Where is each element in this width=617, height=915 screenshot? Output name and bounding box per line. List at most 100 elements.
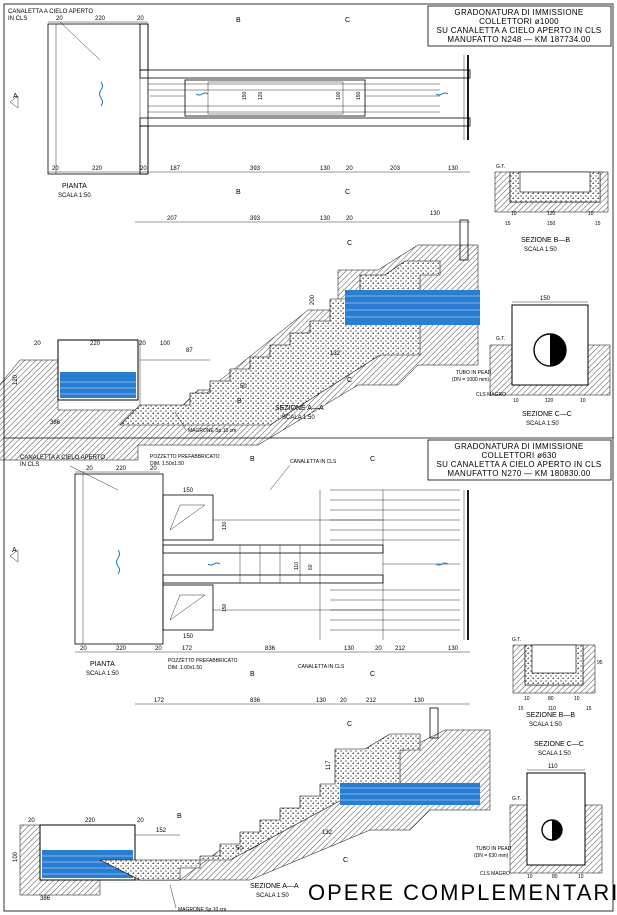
top-magrone: MAGRONE Sp.10 cm xyxy=(188,428,236,434)
svg-text:20: 20 xyxy=(155,646,162,652)
top-plan-dim-3: 20 xyxy=(137,16,144,22)
svg-text:110: 110 xyxy=(548,706,556,712)
svg-text:386: 386 xyxy=(50,420,61,426)
svg-text:150: 150 xyxy=(183,488,194,494)
svg-text:152: 152 xyxy=(156,828,167,834)
top-title-line-2: COLLETTORI ø1000 xyxy=(479,17,559,26)
svg-text:172: 172 xyxy=(154,698,165,704)
svg-text:120: 120 xyxy=(13,374,19,385)
bottom-plan-bottom-dims: 20 220 20 172 836 130 20 212 130 xyxy=(80,646,459,652)
bottom-bb-scale: SCALA 1:50 xyxy=(529,722,562,728)
svg-text:95: 95 xyxy=(597,660,603,666)
svg-text:10: 10 xyxy=(513,398,519,404)
svg-text:207: 207 xyxy=(167,216,178,222)
svg-text:20: 20 xyxy=(346,216,353,222)
svg-text:150: 150 xyxy=(547,221,556,227)
svg-text:120: 120 xyxy=(545,398,554,404)
bottom-aa-label: SEZIONE A—A xyxy=(250,883,299,890)
svg-text:80: 80 xyxy=(552,874,558,880)
svg-text:172: 172 xyxy=(182,646,193,652)
bottom-title-line-4: MANUFATTO N270 — KM 180830.00 xyxy=(447,469,590,478)
svg-text:50: 50 xyxy=(236,846,243,852)
top-cc-label: SEZIONE C—C xyxy=(522,411,572,418)
svg-text:130: 130 xyxy=(320,166,331,172)
svg-text:20: 20 xyxy=(346,166,353,172)
svg-text:20: 20 xyxy=(52,166,59,172)
svg-text:15: 15 xyxy=(505,221,511,227)
svg-text:836: 836 xyxy=(250,698,261,704)
svg-text:220: 220 xyxy=(116,466,127,472)
svg-text:100: 100 xyxy=(160,341,171,347)
bottom-tubo-2: (DN = 630 mm) xyxy=(474,853,509,859)
svg-text:20: 20 xyxy=(140,166,147,172)
top-plan-bottom-dims: 20 220 20 187 393 130 20 203 130 xyxy=(52,166,459,172)
top-title-line-3: SU CANALETTA A CIELO APERTO IN CLS xyxy=(437,26,602,35)
top-plan-inner-dim-2: 120 xyxy=(258,91,264,100)
top-aa-scale: SCALA 1:50 xyxy=(282,415,315,421)
bottom-section-bb: G.T. 10 80 10 15 110 15 95 SEZIONE B—B S… xyxy=(512,637,603,728)
top-cls: CLS MAGRO xyxy=(476,392,506,398)
svg-text:836: 836 xyxy=(265,646,276,652)
svg-text:130: 130 xyxy=(320,216,331,222)
top-section-bb: G.T. 10 120 10 15 150 15 SEZIONE B—B SCA… xyxy=(494,164,609,253)
svg-text:130: 130 xyxy=(430,211,441,217)
svg-text:10: 10 xyxy=(524,696,530,702)
svg-text:10: 10 xyxy=(511,211,517,217)
bottom-channel-water-lines xyxy=(340,787,480,801)
svg-text:50: 50 xyxy=(240,384,247,390)
svg-text:150: 150 xyxy=(222,603,228,612)
svg-text:130: 130 xyxy=(448,166,459,172)
bottom-plan-mark-c2: C xyxy=(370,671,375,678)
top-title-line-4: MANUFATTO N248 — KM 187734.00 xyxy=(447,35,590,44)
svg-text:110: 110 xyxy=(548,764,558,770)
top-plan-mark-a: A xyxy=(13,93,18,100)
svg-text:130: 130 xyxy=(222,521,228,530)
bottom-plan-scale: SCALA 1:50 xyxy=(86,671,119,677)
svg-text:130: 130 xyxy=(344,646,355,652)
bottom-canaletta-cls-top: CANALETTA IN CLS xyxy=(290,459,337,465)
svg-text:20: 20 xyxy=(139,341,146,347)
top-canaletta-label: CANALETTA A CIELO APERTO xyxy=(8,9,93,15)
top-tubo-1: TUBO IN PEAD xyxy=(456,370,492,376)
svg-text:220: 220 xyxy=(92,166,103,172)
bottom-canaletta-label-2: IN CLS xyxy=(20,462,39,468)
top-cc-gt: G.T. xyxy=(496,336,505,342)
svg-text:87: 87 xyxy=(186,348,193,354)
bottom-pozzetto-top-2: DIM. 1.50x1.50 xyxy=(150,461,184,467)
top-plan-dim-1: 20 xyxy=(56,16,63,22)
top-plan-dim-2: 220 xyxy=(95,16,106,22)
bottom-tubo-1: TUBO IN PEAD xyxy=(476,846,512,852)
bottom-plan-label: PIANTA xyxy=(90,661,115,668)
top-aa-mark-c: C xyxy=(347,240,352,247)
bottom-bb-gt: G.T. xyxy=(512,637,521,643)
top-channel-water-lines xyxy=(345,295,480,318)
svg-text:386: 386 xyxy=(40,896,51,902)
svg-text:200: 200 xyxy=(310,294,316,305)
svg-text:132: 132 xyxy=(322,830,333,836)
bottom-plan-mark-b2: B xyxy=(250,671,255,678)
top-cc-scale: SCALA 1:50 xyxy=(526,421,559,427)
bottom-section-aa: 172 836 130 20 212 130 C xyxy=(13,698,491,913)
svg-text:212: 212 xyxy=(366,698,377,704)
top-title-line-1: GRADONATURA DI IMMISSIONE xyxy=(454,8,583,17)
svg-text:15: 15 xyxy=(595,221,601,227)
bottom-cc-gt: G.T. xyxy=(512,796,521,802)
bottom-aa-mark-b: B xyxy=(177,813,182,820)
bottom-title-line-3: SU CANALETTA A CIELO APERTO IN CLS xyxy=(437,460,602,469)
svg-text:150: 150 xyxy=(183,634,194,640)
bottom-title-block: GRADONATURA DI IMMISSIONE COLLETTORI ø63… xyxy=(427,439,612,481)
top-plan-label: PIANTA xyxy=(62,183,87,190)
svg-text:132: 132 xyxy=(330,351,341,357)
svg-text:212: 212 xyxy=(395,646,406,652)
bottom-section-cc: SEZIONE C—C SCALA 1:50 110 G.T. TUBO IN … xyxy=(474,741,603,880)
top-plan-mark-b: B xyxy=(236,17,241,24)
top-canaletta-label-2: IN CLS xyxy=(8,16,27,22)
top-aa-label: SEZIONE A—A xyxy=(275,405,324,412)
svg-text:20: 20 xyxy=(34,341,41,347)
svg-text:220: 220 xyxy=(116,646,127,652)
top-plan-mark-c: C xyxy=(345,17,350,24)
bottom-cc-label: SEZIONE C—C xyxy=(534,741,584,748)
bottom-bb-label: SEZIONE B—B xyxy=(526,712,575,719)
top-basin-water-lines xyxy=(60,375,136,395)
